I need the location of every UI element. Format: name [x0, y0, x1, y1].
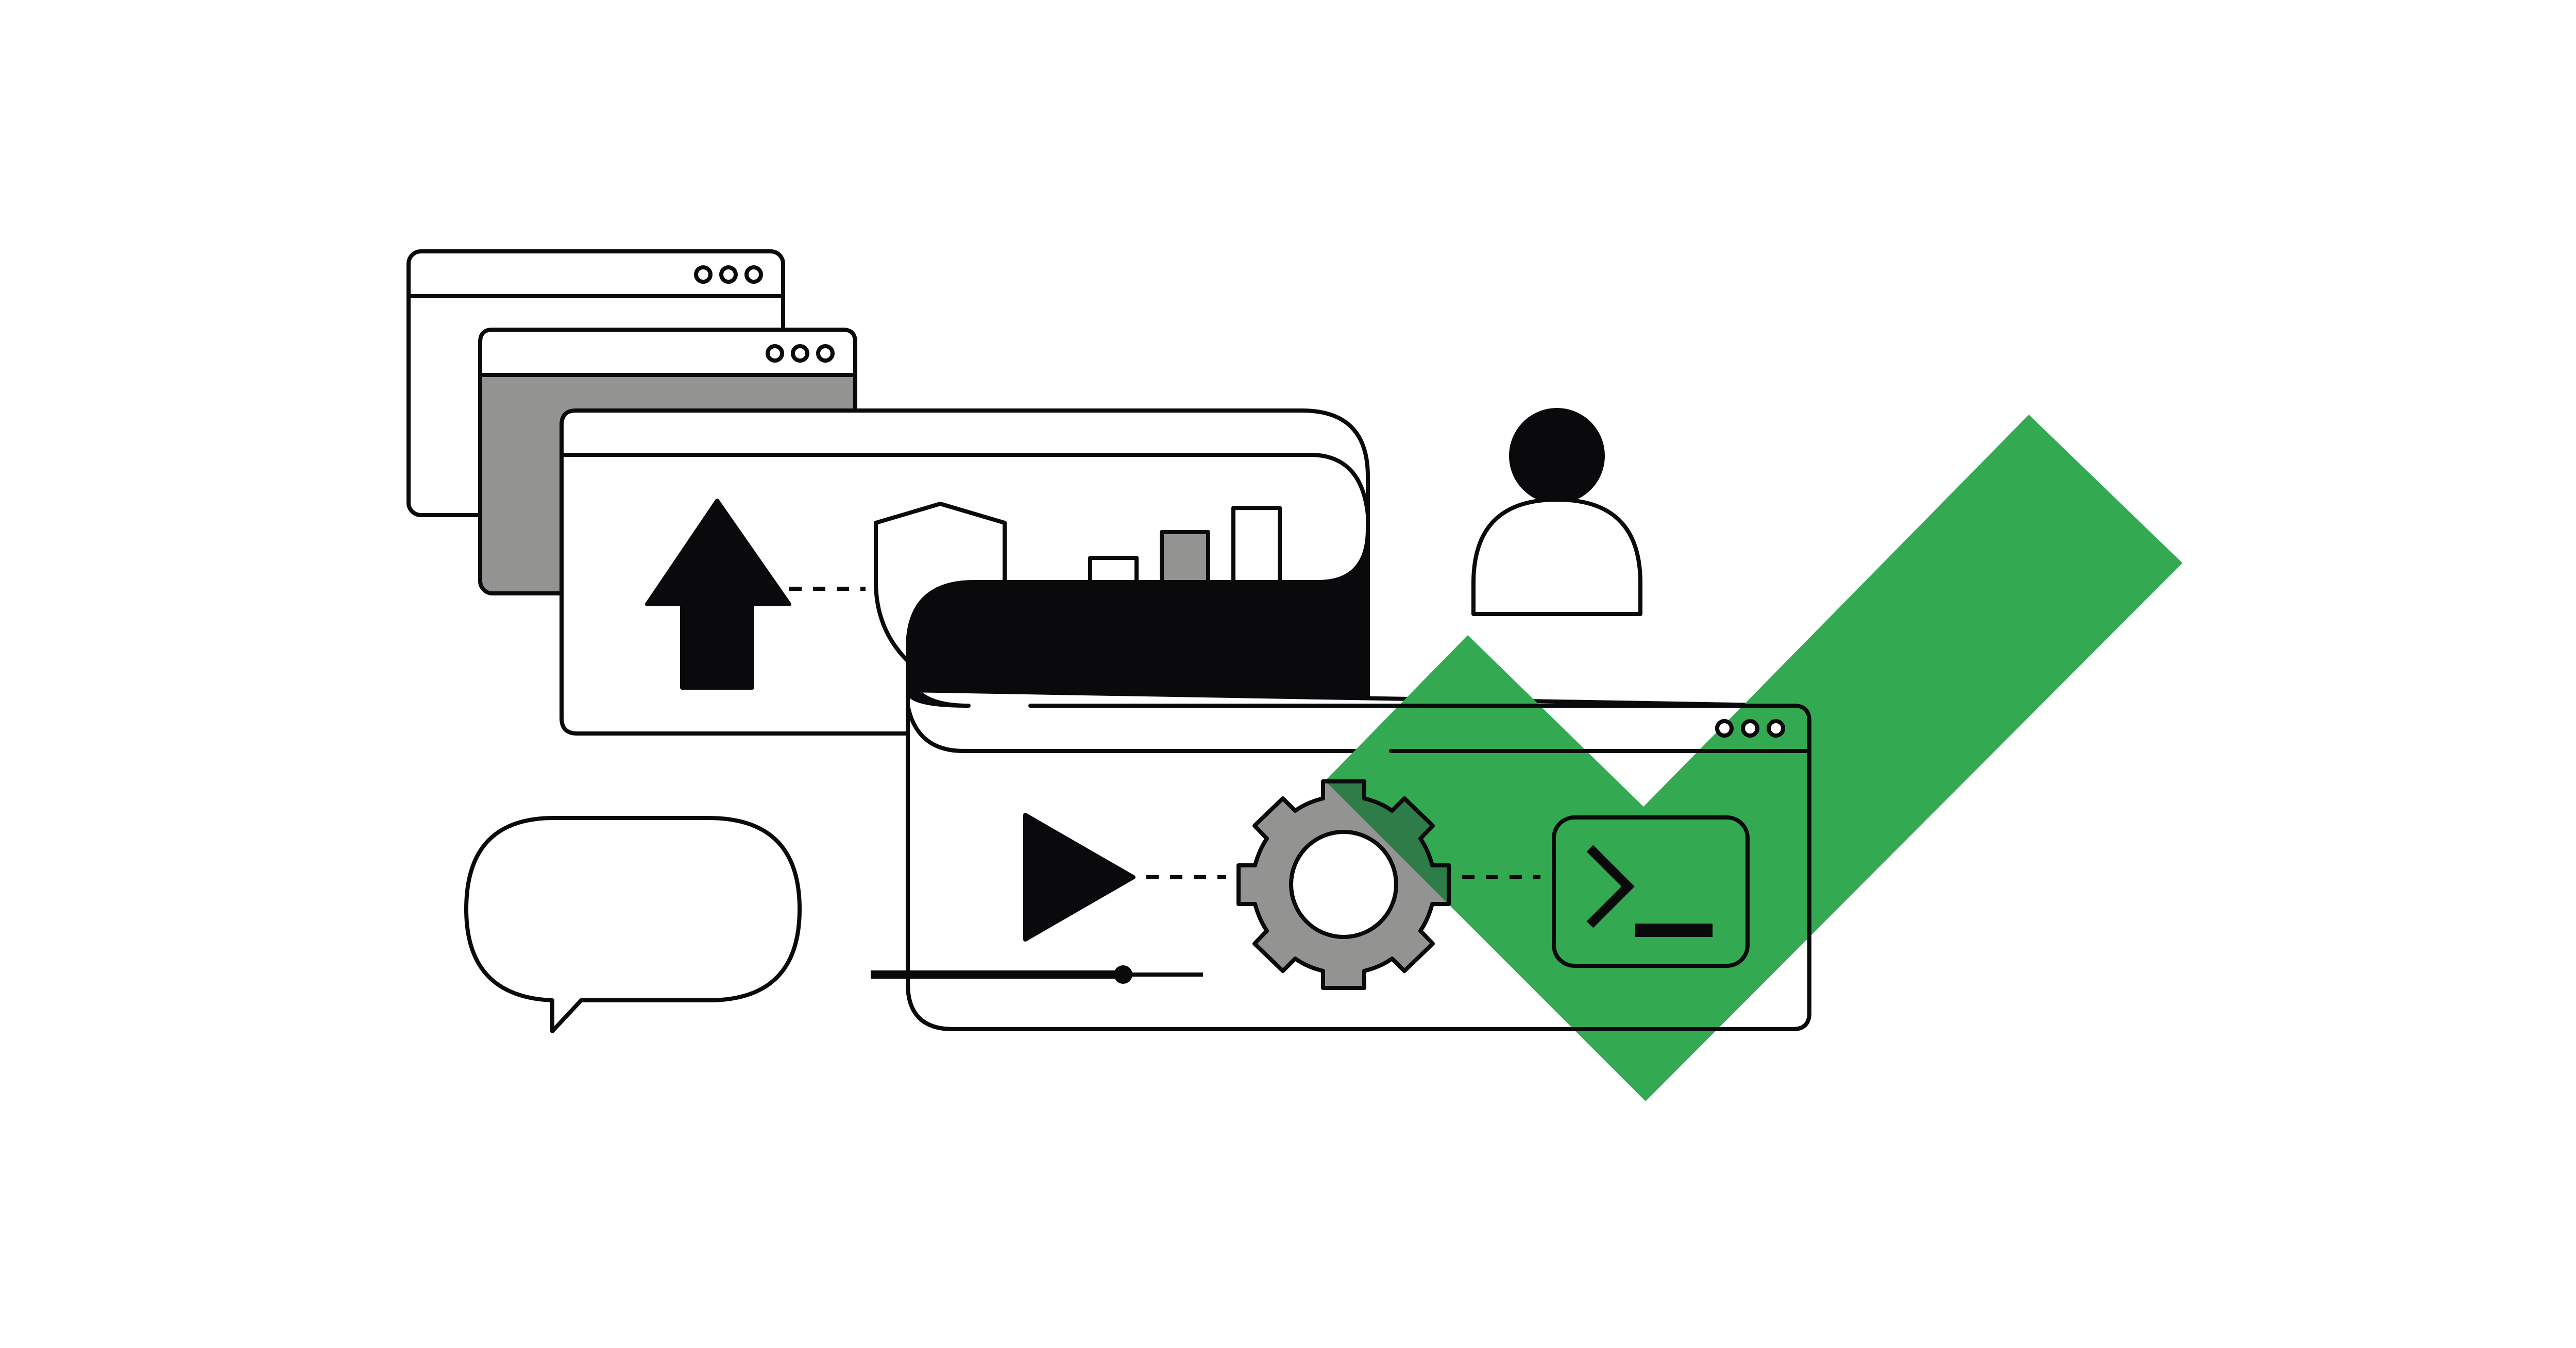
play-icon — [1023, 813, 1136, 942]
upload-arrow-icon — [645, 499, 791, 690]
terminal-icon — [1552, 815, 1750, 968]
browser-window-front-outline — [906, 704, 1811, 1031]
checkmark-icon — [1325, 415, 2182, 1101]
window-control-dots — [766, 344, 835, 363]
gear-icon — [1236, 779, 1451, 990]
window-title-bar-dark — [906, 527, 1370, 708]
slider-icon — [871, 965, 1203, 984]
user-icon — [1471, 408, 1642, 616]
window-control-dots — [694, 265, 763, 284]
chat-bubble-icon — [464, 816, 802, 1033]
